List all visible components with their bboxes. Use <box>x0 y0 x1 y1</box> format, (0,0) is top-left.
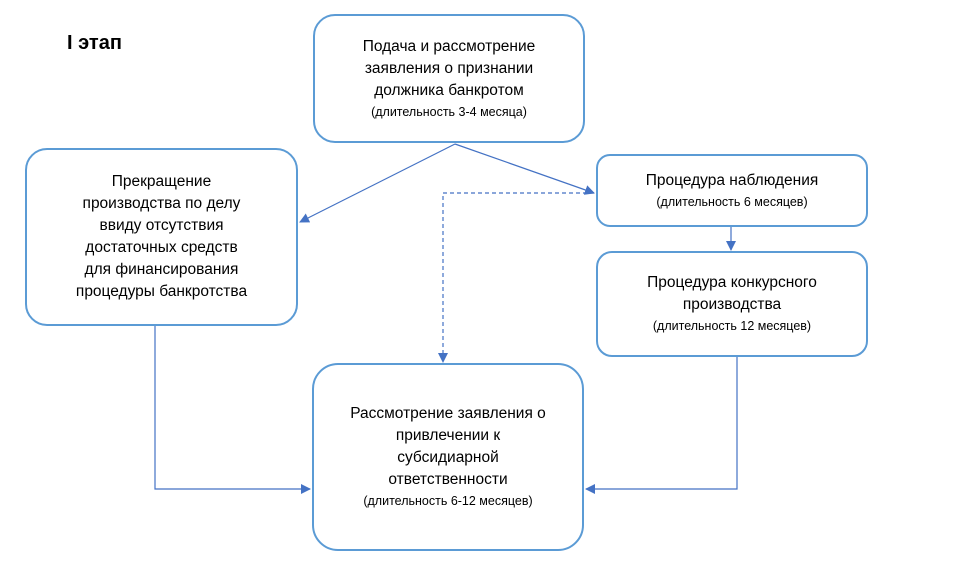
box-text: достаточных средств <box>85 239 238 256</box>
box-text: ввиду отсутствия <box>99 217 224 234</box>
box-text: процедуры банкротства <box>75 283 248 300</box>
box-duration: (длительность 6-12 месяцев) <box>363 494 533 508</box>
box-text: Рассмотрение заявления о <box>350 405 546 422</box>
box-text: должника банкротом <box>374 81 524 99</box>
arrow-termination-to-subsidiary <box>154 325 311 494</box>
box-observation: Процедура наблюдения (длительность 6 мес… <box>596 154 868 227</box>
box-text: производства <box>682 296 782 313</box>
box-text: Процедура конкурсного <box>647 274 817 291</box>
box-text: Прекращение <box>111 173 212 190</box>
box-text: привлечении к <box>395 427 501 444</box>
box-filing: Подача и рассмотрение заявления о призна… <box>313 14 585 143</box>
box-text: субсидиарной <box>397 449 499 466</box>
arrow-filing-to-observation <box>454 143 595 195</box>
box-text: для финансирования <box>84 261 239 278</box>
box-text: производства по делу <box>82 195 241 212</box>
arrow-filing-to-termination <box>299 143 456 223</box>
box-subsidiary: Рассмотрение заявления о привлечении к с… <box>312 363 584 551</box>
arrow-bankruptcy-to-subsidiary <box>585 356 738 494</box>
box-duration: (длительность 6 месяцев) <box>656 194 808 209</box>
stage-label: I этап <box>67 32 122 54</box>
box-duration: (длительность 3-4 месяца) <box>371 104 527 119</box>
box-text: Подача и рассмотрение <box>362 37 536 55</box>
box-bankruptcy: Процедура конкурсного производства (длит… <box>596 251 868 357</box>
box-termination: Прекращение производства по делу ввиду о… <box>25 148 298 326</box>
box-duration: (длительность 12 месяцев) <box>652 319 812 333</box>
box-text: Процедура наблюдения <box>645 171 819 189</box>
dashed-arrow-observation-to-subsidiary <box>438 192 594 363</box>
box-text: заявления о признании <box>364 59 534 77</box>
box-text: ответственности <box>388 471 508 488</box>
